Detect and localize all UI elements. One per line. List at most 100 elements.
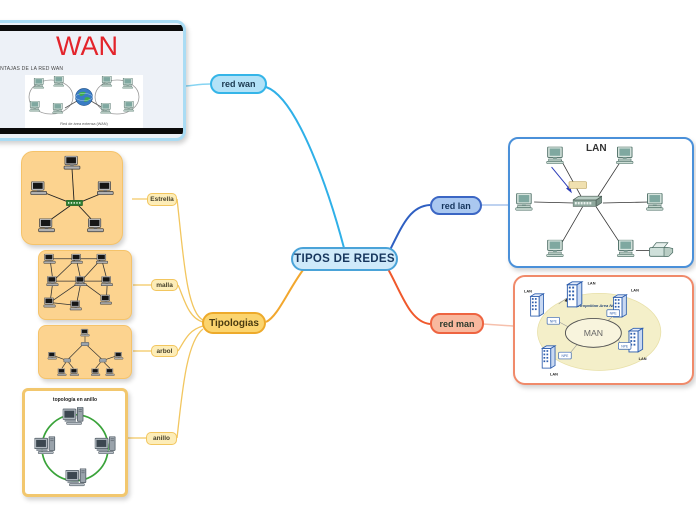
anillo-image-card[interactable]: topología en anillo — [22, 388, 128, 497]
arbol-label: arbol — [156, 347, 173, 355]
computer-icon — [123, 101, 135, 112]
red-wan-label: red wan — [221, 79, 256, 89]
computer-icon — [80, 328, 90, 337]
npe-label: NPE — [621, 344, 629, 348]
node-arbol[interactable]: arbol — [151, 345, 178, 357]
branch-malla — [177, 284, 204, 323]
computer-icon — [33, 78, 45, 89]
node-red-wan[interactable]: red wan — [210, 74, 267, 94]
computer-icon — [70, 253, 83, 264]
node-anillo[interactable]: anillo — [146, 432, 177, 445]
anillo-label: anillo — [153, 435, 170, 442]
lan-site-label: LAN — [639, 357, 647, 361]
node-tipos-de-redes[interactable]: TIPOS DE REDES — [291, 247, 398, 271]
computer-icon — [99, 294, 112, 305]
man-ellipse-label: MAN — [584, 328, 603, 338]
building-icon — [541, 345, 556, 369]
branch-red-wan — [265, 86, 345, 249]
wan-slide-bottom-bar — [0, 128, 183, 134]
computer-icon — [74, 276, 87, 287]
computer-icon — [100, 276, 113, 287]
computer-icon — [29, 101, 41, 112]
computer-icon — [62, 407, 84, 425]
printer-icon — [649, 242, 674, 257]
computer-icon — [52, 103, 64, 114]
wan-picture-caption: Red de área extensa (WAN) — [60, 122, 108, 126]
lan-site-label: LAN — [524, 289, 532, 293]
node-tipologias[interactable]: Tipologias — [202, 312, 266, 334]
npe-label: NPE — [550, 319, 558, 323]
npe-boxes: NPE NPE NPE NPE — [546, 309, 632, 360]
malla-label: malla — [156, 281, 173, 289]
lan-image-card[interactable]: LAN — [508, 137, 694, 268]
tipologias-label: Tipologias — [209, 317, 259, 329]
note-box — [568, 181, 587, 189]
building-icon — [566, 281, 583, 308]
node-malla[interactable]: malla — [151, 279, 178, 291]
hub-icon — [63, 358, 71, 363]
lan-site-label: LAN — [631, 288, 639, 292]
wan-network-picture: Red de área extensa (WAN) — [25, 75, 143, 128]
computer-icon — [546, 146, 564, 165]
branch-arbol — [177, 325, 204, 352]
man-ellipse — [564, 317, 622, 348]
computer-icon — [69, 368, 79, 376]
computer-icon — [43, 253, 56, 264]
computer-icon — [91, 368, 101, 376]
branch-tipologias — [265, 269, 304, 323]
estrella-label: Estrella — [150, 196, 174, 203]
computer-icon — [47, 352, 57, 360]
computer-icon — [94, 436, 116, 455]
computer-icon — [30, 181, 48, 196]
root-label: TIPOS DE REDES — [294, 253, 395, 265]
computer-icon — [100, 103, 112, 114]
wan-slide-subtitle: VENTAJAS DE LA RED WAN — [0, 66, 64, 72]
computer-icon — [46, 276, 59, 287]
computer-icon — [105, 368, 115, 376]
link-wan-image — [185, 83, 211, 87]
computer-icon — [122, 78, 134, 89]
computer-icon — [96, 181, 114, 196]
red-lan-label: red lan — [441, 200, 471, 211]
building-icon — [530, 293, 544, 317]
computer-icon — [646, 193, 664, 211]
lan-picture-title: LAN — [586, 143, 607, 154]
red-man-label: red man — [439, 318, 475, 329]
wan-slide-title: WAN — [56, 31, 118, 61]
switch-icon — [572, 195, 602, 207]
wan-image-card[interactable]: WAN VENTAJAS DE LA RED WAN Red de área e… — [0, 20, 186, 141]
computer-icon — [34, 436, 56, 455]
node-red-lan[interactable]: red lan — [430, 196, 482, 215]
computer-icon — [87, 218, 104, 233]
man-image-card[interactable]: MAN Metropolitan Area Network LAN LAN LA… — [513, 275, 694, 385]
branch-anillo — [176, 328, 204, 439]
npe-label: NPE — [610, 312, 618, 316]
estrella-image-card[interactable] — [21, 151, 123, 245]
computer-icon — [616, 239, 635, 258]
computer-icon — [69, 300, 82, 311]
node-estrella[interactable]: Estrella — [147, 193, 177, 206]
computer-icon — [616, 146, 634, 165]
lan-site-label: LAN — [550, 372, 558, 376]
anillo-picture-title: topología en anillo — [52, 397, 98, 403]
npe-label: NPE — [561, 354, 569, 358]
branch-red-lan — [389, 204, 431, 251]
man-subtitle: Metropolitan Area Network — [574, 303, 626, 308]
link-man-image — [482, 323, 514, 327]
branch-red-man — [387, 268, 431, 325]
computer-icon — [96, 253, 108, 264]
branch-estrella — [176, 198, 204, 321]
malla-image-card[interactable] — [38, 250, 132, 320]
computer-icon — [43, 297, 56, 308]
node-red-man[interactable]: red man — [430, 313, 484, 334]
computer-icon — [101, 76, 113, 87]
arbol-image-card[interactable] — [38, 325, 132, 379]
computer-icon — [63, 155, 81, 170]
computer-icon — [65, 468, 87, 487]
hub-icon — [99, 358, 107, 363]
computer-icon — [515, 193, 533, 211]
lan-site-label: LAN — [588, 282, 596, 286]
globe-icon — [75, 88, 93, 106]
